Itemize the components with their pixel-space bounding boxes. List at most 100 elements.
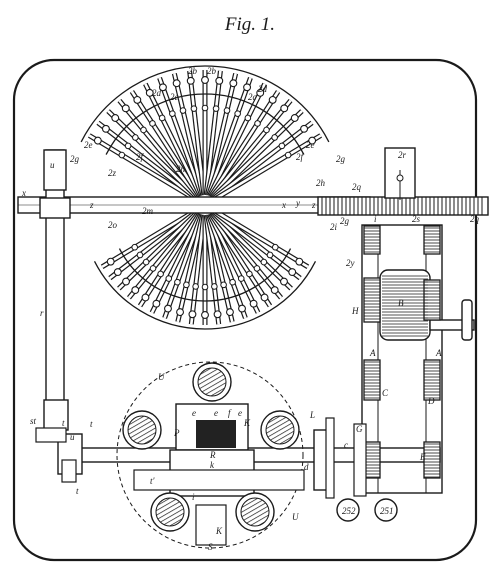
reference-label: K bbox=[215, 526, 223, 536]
link-pin bbox=[260, 258, 268, 266]
pivot-pin bbox=[249, 299, 258, 308]
link-pin bbox=[284, 151, 292, 159]
type-bar-inner bbox=[204, 70, 222, 196]
escapement-assembly bbox=[116, 361, 305, 549]
link-pin bbox=[254, 120, 261, 127]
type-bar-inner bbox=[209, 90, 280, 198]
reference-label: 2g bbox=[340, 216, 350, 226]
reference-label: 2b bbox=[188, 66, 198, 76]
reference-label: i bbox=[374, 214, 377, 224]
bottom-nuts bbox=[336, 498, 398, 522]
reference-label: d bbox=[304, 462, 309, 472]
link-pin bbox=[192, 283, 199, 290]
reference-label: t' bbox=[150, 476, 156, 486]
type-bar-inner bbox=[173, 73, 204, 196]
pivot-pin bbox=[280, 104, 289, 113]
pivot-pin bbox=[164, 304, 172, 313]
link-pin bbox=[183, 281, 190, 289]
reference-label: 2c bbox=[248, 92, 257, 102]
link-pin bbox=[244, 114, 252, 122]
reference-label: st bbox=[30, 416, 37, 426]
link-pin bbox=[142, 258, 150, 266]
type-bar-inner bbox=[118, 99, 200, 199]
pivot-pin bbox=[201, 311, 209, 319]
cylinder-group bbox=[122, 362, 300, 532]
reference-label: e bbox=[214, 408, 218, 418]
link-pin bbox=[229, 278, 236, 286]
reference-label: t bbox=[90, 419, 93, 429]
link-pin bbox=[140, 126, 147, 134]
link-pin bbox=[169, 110, 176, 117]
pivot-pin bbox=[226, 308, 234, 317]
type-bar-inner bbox=[190, 214, 206, 325]
reference-label: r bbox=[40, 308, 44, 318]
reference-label: 2h bbox=[316, 178, 326, 188]
reference-label: 2i bbox=[330, 222, 338, 232]
link-pin bbox=[174, 278, 181, 286]
pivot-pin bbox=[308, 136, 317, 145]
cylinder-core bbox=[155, 497, 185, 527]
pivot-pin bbox=[113, 268, 122, 276]
type-bar-inner bbox=[206, 214, 234, 323]
reference-label: z bbox=[311, 200, 316, 210]
link-pin bbox=[201, 283, 209, 291]
link-pin bbox=[132, 134, 139, 141]
reference-label: P bbox=[173, 428, 180, 438]
pivot-pin bbox=[133, 95, 142, 104]
link-pin bbox=[253, 265, 261, 272]
type-bar-inner bbox=[158, 77, 203, 197]
link-pin bbox=[271, 134, 278, 141]
reference-label: i bbox=[192, 492, 195, 502]
type-bar-inner bbox=[97, 121, 198, 200]
pivot-pin bbox=[131, 286, 140, 295]
reference-label: L bbox=[309, 410, 315, 420]
lower-type-bar-fan bbox=[93, 208, 317, 330]
pivot-pin bbox=[188, 310, 197, 319]
link-pin bbox=[211, 283, 218, 290]
pivot-pin bbox=[172, 79, 181, 88]
pivot-pin bbox=[101, 124, 110, 133]
pivot-pin bbox=[186, 76, 195, 85]
reference-label: f bbox=[228, 408, 232, 418]
bracket-2r bbox=[384, 147, 416, 200]
type-bar-inner bbox=[150, 213, 202, 314]
reference-label: 252 bbox=[342, 506, 356, 516]
reference-label: 2m bbox=[142, 206, 154, 216]
type-bar-inner bbox=[138, 212, 201, 307]
reference-label: y bbox=[295, 198, 300, 208]
reference-label: D bbox=[427, 396, 435, 406]
reference-label: 2f bbox=[296, 152, 305, 162]
pivot-pin bbox=[121, 104, 130, 113]
gear-train bbox=[361, 224, 475, 494]
reference-label: 2e bbox=[84, 140, 93, 150]
link-pin bbox=[223, 107, 231, 114]
type-bar-inner bbox=[163, 213, 203, 319]
cylinder-core bbox=[265, 415, 295, 445]
fan-arc bbox=[93, 260, 317, 330]
link-pin bbox=[179, 107, 187, 114]
reference-label: 2g bbox=[70, 154, 80, 164]
pivot-pin bbox=[93, 136, 102, 145]
link-pin bbox=[158, 114, 166, 122]
link-pin bbox=[118, 151, 126, 159]
frame-plate bbox=[12, 58, 478, 562]
reference-label: x bbox=[21, 188, 26, 198]
link-pin bbox=[220, 281, 227, 289]
cylinder-core bbox=[197, 367, 227, 397]
reference-label: U bbox=[292, 512, 299, 522]
type-bar-inner bbox=[144, 83, 202, 197]
reference-label: C bbox=[382, 388, 389, 398]
pivot-pin bbox=[122, 277, 130, 286]
link-pin bbox=[246, 270, 253, 278]
link-pin bbox=[165, 275, 173, 282]
pivot-pin bbox=[300, 124, 309, 133]
pivot-pin bbox=[256, 88, 265, 97]
reference-label: B bbox=[398, 298, 404, 308]
reference-label: e bbox=[238, 408, 242, 418]
link-pin bbox=[190, 105, 198, 112]
pivot-pin bbox=[145, 88, 154, 97]
type-bar-inner bbox=[208, 83, 266, 197]
reference-label: 2r bbox=[398, 150, 407, 160]
type-bar-inner bbox=[209, 212, 272, 307]
